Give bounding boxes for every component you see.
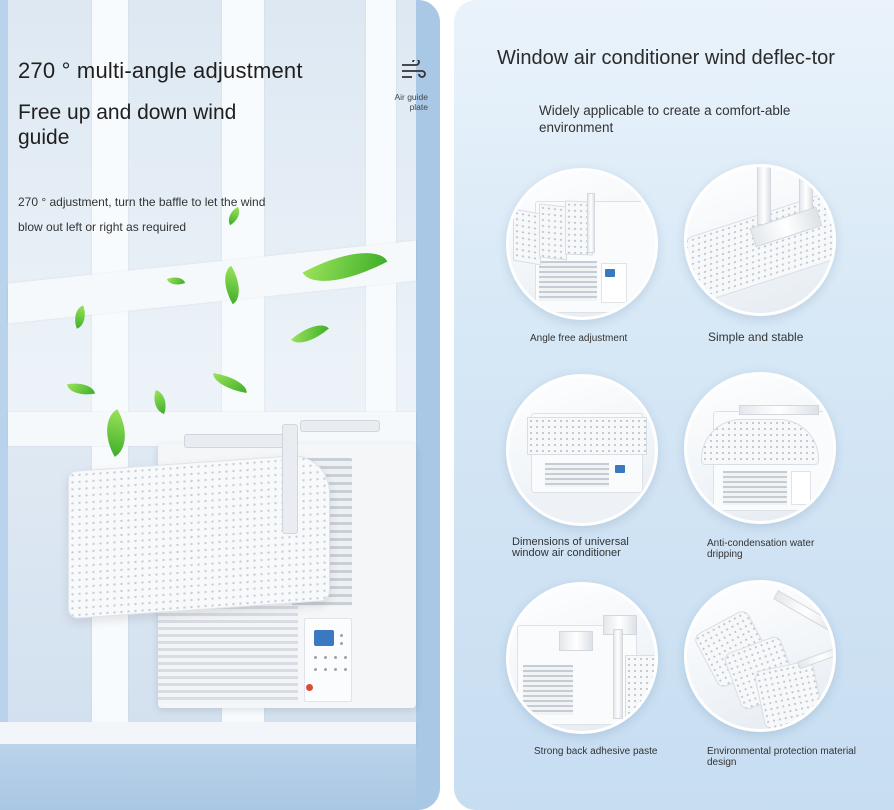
feature-caption: Dimensions of universal window air condi… (512, 536, 629, 559)
ac-power-button (306, 684, 313, 691)
mini-grille (545, 463, 609, 487)
mini-grille (523, 665, 573, 715)
description: 270 ° adjustment, turn the baffle to let… (18, 195, 266, 234)
headline: 270 ° multi-angle adjustment (18, 58, 303, 83)
feature-caption: Strong back adhesive paste (534, 746, 658, 757)
subheadline: Free up and down wind guide (18, 101, 237, 149)
deflector-arm (282, 424, 298, 534)
feature-image-adhesive (506, 582, 658, 734)
mini-display (605, 269, 615, 277)
right-feature-panel: Window air conditioner wind deflec-tor W… (454, 0, 894, 810)
bracket-pipe (757, 167, 771, 225)
deflector-angle-2 (539, 203, 567, 261)
wall-bottom (0, 744, 416, 810)
deflector-bracket (184, 434, 294, 448)
deflector-angle-1 (513, 208, 541, 266)
deflector-plate (701, 419, 819, 465)
bracket-bar (773, 590, 833, 634)
ac-button (314, 668, 317, 671)
adhesive-pad (559, 631, 593, 651)
ac-button (324, 668, 327, 671)
window-sill (0, 722, 416, 744)
wall-left (0, 0, 8, 810)
feature-caption: Anti-condensation water dripping (707, 538, 815, 560)
window-frame-right (366, 0, 396, 450)
ac-front-grille (158, 606, 298, 704)
ac-button (324, 656, 327, 659)
bracket-bar (739, 405, 819, 415)
ac-button (344, 668, 347, 671)
deflector-panel (753, 659, 825, 729)
feature-image-angle (506, 168, 658, 320)
feature-caption: Angle free adjustment (530, 333, 628, 344)
feature-image-material (684, 580, 836, 732)
mini-sill (509, 493, 655, 523)
ac-button (334, 668, 337, 671)
bracket-arm (587, 193, 595, 253)
feature-image-stable (684, 164, 836, 316)
deflector-bracket (300, 420, 380, 432)
bracket-bar (797, 644, 833, 670)
mini-grille (539, 261, 597, 301)
ac-button (340, 634, 343, 637)
ac-button (340, 642, 343, 645)
air-guide-plate-icon (402, 60, 426, 78)
window-glass (8, 0, 416, 440)
feature-image-dimensions (506, 374, 658, 526)
mini-grille (723, 471, 787, 505)
air-guide-plate-label: Air guide plate (394, 92, 428, 112)
deflector-plate (625, 655, 655, 731)
wall-right (416, 0, 440, 810)
feature-caption: Environmental protection material design (707, 746, 856, 768)
deflector-plate (527, 417, 647, 455)
ac-button (314, 656, 317, 659)
feature-image-condensation (684, 372, 836, 524)
feature-subtitle: Widely applicable to create a comfort-ab… (539, 103, 791, 135)
ac-button (344, 656, 347, 659)
left-product-panel: 270 ° multi-angle adjustment Free up and… (0, 0, 440, 810)
feature-title: Window air conditioner wind deflec-tor (497, 47, 835, 69)
mini-display (615, 465, 625, 473)
feature-caption: Simple and stable (708, 330, 804, 344)
ac-display (314, 630, 334, 646)
mini-panel (791, 471, 811, 505)
bracket-arm (613, 629, 623, 719)
ac-control-panel (304, 618, 352, 702)
ac-button (334, 656, 337, 659)
